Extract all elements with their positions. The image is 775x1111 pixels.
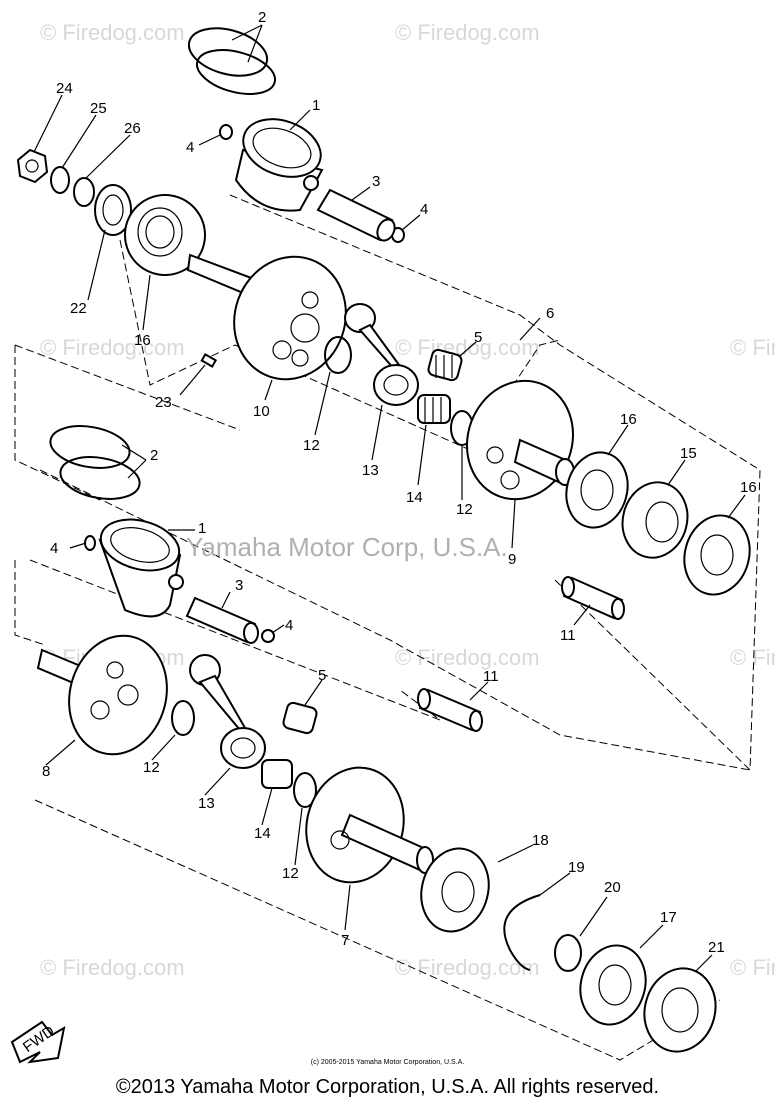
- thrust-washer-lower-b: [293, 772, 317, 808]
- piston-upper: [234, 118, 324, 212]
- watermark: © Firedog.com: [40, 955, 185, 980]
- crank-pin-23: [200, 353, 218, 368]
- needle-bearing-lower-small: [282, 701, 318, 735]
- callout-20: 20: [604, 879, 621, 896]
- copyright-notice: ©2013 Yamaha Motor Corporation, U.S.A. A…: [115, 1076, 660, 1098]
- callout-26: 26: [124, 120, 141, 137]
- connecting-rod-upper: [344, 303, 419, 406]
- callout-22: 22: [70, 300, 87, 317]
- callout-2: 2: [258, 9, 266, 26]
- crank-nut-set: [16, 148, 95, 207]
- callout-12: 12: [282, 865, 299, 882]
- fwd-arrow-icon: FWD: [10, 1020, 66, 1064]
- callout-11: 11: [483, 668, 499, 685]
- callout-16: 16: [740, 479, 757, 496]
- watermark: © Firedog.com: [40, 20, 185, 45]
- callout-25: 25: [90, 100, 107, 117]
- callout-15: 15: [680, 445, 697, 462]
- watermark: © Firedog.com: [730, 335, 775, 360]
- callout-3: 3: [372, 173, 380, 190]
- watermark: © Firedog.com: [395, 955, 540, 980]
- crank-half-8: [36, 634, 168, 756]
- callout-4: 4: [285, 617, 293, 634]
- bearing-upper-right: [683, 514, 751, 596]
- thrust-washer-lower-a: [171, 700, 195, 736]
- callout-24: 24: [56, 80, 73, 97]
- callout-1: 1: [312, 97, 320, 114]
- center-watermark: Yamaha Motor Corp, U.S.A.: [186, 532, 508, 562]
- assembly-outlines: [14, 194, 761, 1061]
- callout-13: 13: [362, 462, 379, 479]
- watermark: © Firedog.com: [395, 645, 540, 670]
- oil-seal-upper: [94, 184, 132, 236]
- needle-bearing-upper-small: [427, 348, 463, 382]
- watermark: © Firedog.com: [730, 955, 775, 980]
- piston-lower: [98, 518, 184, 618]
- callout-labels: 2 1 4 3 4 24 25 26 22 16 23 10 12 13 5 6…: [42, 9, 757, 956]
- callout-12: 12: [143, 759, 160, 776]
- callout-9: 9: [508, 551, 516, 568]
- circlip-lower-right: [261, 629, 275, 643]
- leader-lines: [33, 24, 746, 973]
- callout-5: 5: [318, 667, 326, 684]
- circlip-upper-left: [219, 124, 233, 140]
- callout-13: 13: [198, 795, 215, 812]
- piston-rings-lower: [49, 425, 141, 500]
- piston-pin-lower: [185, 596, 259, 644]
- bearing-upper-15: [621, 481, 689, 559]
- callout-16: 16: [620, 411, 637, 428]
- needle-bearing-upper-big: [417, 394, 451, 424]
- bearing-upper-left: [124, 194, 206, 276]
- watermark: © Firedog.com: [395, 20, 540, 45]
- callout-17: 17: [660, 909, 677, 926]
- callout-6: 6: [546, 305, 554, 322]
- connecting-rod-lower: [189, 654, 266, 769]
- callout-19: 19: [568, 859, 585, 876]
- bearing-lower-18: [420, 847, 490, 933]
- copyright-small: (c) 2005-2015 Yamaha Motor Corporation, …: [310, 1059, 465, 1066]
- crank-pin-lower-11: [417, 688, 483, 732]
- needle-bearing-lower-big: [261, 759, 293, 789]
- washer-20: [554, 934, 582, 972]
- callout-4: 4: [50, 540, 58, 557]
- callout-12: 12: [303, 437, 320, 454]
- callout-4: 4: [186, 139, 194, 156]
- bearing-upper-mid: [565, 451, 629, 529]
- callout-21: 21: [708, 939, 725, 956]
- crank-pin-upper-11: [561, 576, 625, 620]
- piston-pin-upper: [316, 188, 396, 242]
- watermark: © Firedog.com: [40, 335, 185, 360]
- thrust-washer-upper-a: [324, 336, 352, 374]
- callout-2: 2: [150, 447, 158, 464]
- callout-11: 11: [560, 627, 576, 644]
- callout-14: 14: [254, 825, 271, 842]
- callout-12: 12: [456, 501, 473, 518]
- watermark: © Firedog.com: [730, 645, 775, 670]
- callout-18: 18: [532, 832, 549, 849]
- callout-1: 1: [198, 520, 206, 537]
- crank-half-7: [305, 766, 434, 884]
- watermark: © Firedog.com: [395, 335, 540, 360]
- callout-10: 10: [253, 403, 270, 420]
- circlip-lower-left: [84, 535, 96, 551]
- piston-rings-upper: [187, 27, 276, 95]
- oil-seal-21: [643, 967, 717, 1053]
- callout-7: 7: [341, 932, 349, 949]
- callout-4: 4: [420, 201, 428, 218]
- callout-14: 14: [406, 489, 423, 506]
- callout-3: 3: [235, 577, 243, 594]
- crank-half-9: [466, 379, 575, 501]
- bearing-lower-17: [579, 944, 647, 1026]
- callout-16: 16: [134, 332, 151, 349]
- circlip-19: [503, 894, 541, 971]
- callout-8: 8: [42, 763, 50, 780]
- callout-23: 23: [155, 394, 172, 411]
- callout-5: 5: [474, 329, 482, 346]
